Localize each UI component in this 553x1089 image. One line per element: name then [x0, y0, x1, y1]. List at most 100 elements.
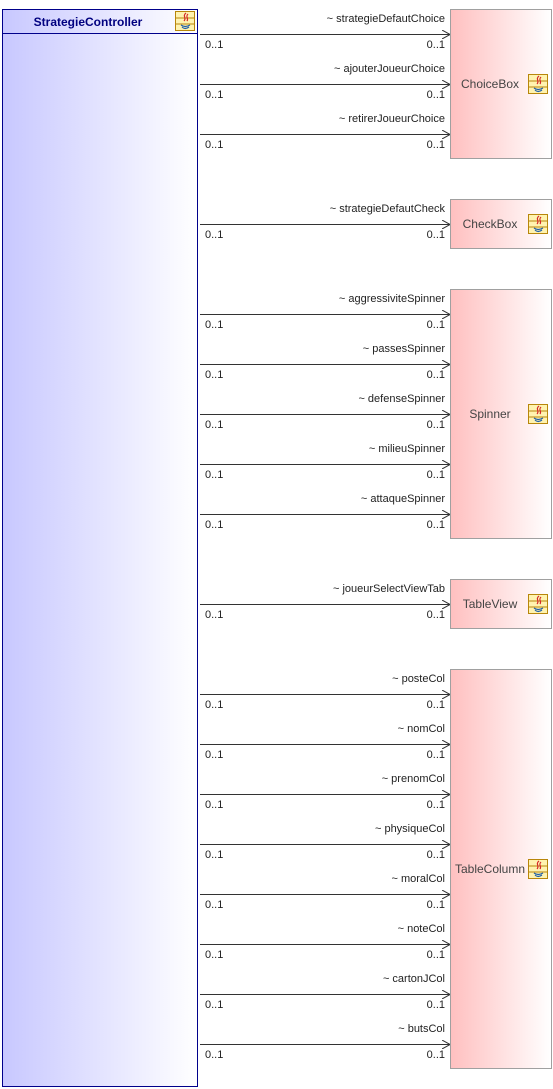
association-line	[200, 694, 450, 695]
class-name: TableView	[462, 597, 518, 611]
association-defense-spinner[interactable]: ~ defenseSpinner 0..1 0..1	[200, 390, 450, 440]
association-line	[200, 994, 450, 995]
association-joueur-select-view-tab[interactable]: ~ joueurSelectViewTab 0..1 0..1	[200, 580, 450, 630]
source-multiplicity: 0..1	[205, 369, 224, 381]
association-attaque-spinner[interactable]: ~ attaqueSpinner 0..1 0..1	[200, 490, 450, 540]
association-line	[200, 364, 450, 365]
association-moral-col[interactable]: ~ moralCol 0..1 0..1	[200, 870, 450, 920]
association-aggressivite-spinner[interactable]: ~ aggressiviteSpinner 0..1 0..1	[200, 290, 450, 340]
association-line	[200, 744, 450, 745]
arrowhead-icon	[442, 410, 450, 419]
source-multiplicity: 0..1	[205, 139, 224, 151]
arrowhead-icon	[442, 740, 450, 749]
association-buts-col[interactable]: ~ butsCol 0..1 0..1	[200, 1020, 450, 1070]
association-role: ~ nomCol	[397, 723, 445, 735]
association-note-col[interactable]: ~ noteCol 0..1 0..1	[200, 920, 450, 970]
target-multiplicity: 0..1	[426, 39, 445, 51]
target-multiplicity: 0..1	[426, 949, 445, 961]
target-multiplicity: 0..1	[426, 899, 445, 911]
tablecolumn-class[interactable]: TableColumn	[450, 669, 552, 1069]
association-passes-spinner[interactable]: ~ passesSpinner 0..1 0..1	[200, 340, 450, 390]
association-retirer-joueur-choice[interactable]: ~ retirerJoueurChoice 0..1 0..1	[200, 110, 450, 160]
arrowhead-icon	[442, 360, 450, 369]
association-carton-j-col[interactable]: ~ cartonJCol 0..1 0..1	[200, 970, 450, 1020]
association-physique-col[interactable]: ~ physiqueCol 0..1 0..1	[200, 820, 450, 870]
association-line	[200, 134, 450, 135]
target-multiplicity: 0..1	[426, 1049, 445, 1061]
association-role: ~ ajouterJoueurChoice	[334, 63, 445, 75]
target-multiplicity: 0..1	[426, 749, 445, 761]
target-multiplicity: 0..1	[426, 799, 445, 811]
association-role: ~ joueurSelectViewTab	[332, 583, 445, 595]
arrowhead-icon	[442, 1040, 450, 1049]
source-multiplicity: 0..1	[205, 699, 224, 711]
source-multiplicity: 0..1	[205, 899, 224, 911]
association-role: ~ strategieDefautCheck	[329, 203, 445, 215]
arrowhead-icon	[442, 80, 450, 89]
association-role: ~ attaqueSpinner	[360, 493, 445, 505]
arrowhead-icon	[442, 30, 450, 39]
class-name: StrategieController	[33, 15, 143, 29]
tableview-class[interactable]: TableView	[450, 579, 552, 629]
association-strategie-defaut-check[interactable]: ~ strategieDefautCheck 0..1 0..1	[200, 200, 450, 250]
target-multiplicity: 0..1	[426, 849, 445, 861]
source-multiplicity: 0..1	[205, 749, 224, 761]
source-multiplicity: 0..1	[205, 469, 224, 481]
association-milieu-spinner[interactable]: ~ milieuSpinner 0..1 0..1	[200, 440, 450, 490]
association-line	[200, 464, 450, 465]
arrowhead-icon	[442, 220, 450, 229]
target-multiplicity: 0..1	[426, 139, 445, 151]
association-strategie-defaut-choice[interactable]: ~ strategieDefautChoice 0..1 0..1	[200, 10, 450, 60]
association-line	[200, 514, 450, 515]
association-line	[200, 604, 450, 605]
strategie-controller-class[interactable]: StrategieController	[2, 9, 198, 1087]
association-line	[200, 34, 450, 35]
target-multiplicity: 0..1	[426, 519, 445, 531]
association-line	[200, 224, 450, 225]
association-poste-col[interactable]: ~ posteCol 0..1 0..1	[200, 670, 450, 720]
arrowhead-icon	[442, 510, 450, 519]
java-class-icon	[528, 594, 548, 614]
target-multiplicity: 0..1	[426, 369, 445, 381]
class-name: TableColumn	[454, 862, 526, 876]
source-multiplicity: 0..1	[205, 799, 224, 811]
source-multiplicity: 0..1	[205, 319, 224, 331]
association-line	[200, 414, 450, 415]
checkbox-class[interactable]: CheckBox	[450, 199, 552, 249]
association-nom-col[interactable]: ~ nomCol 0..1 0..1	[200, 720, 450, 770]
class-header: StrategieController	[3, 10, 197, 34]
source-multiplicity: 0..1	[205, 1049, 224, 1061]
spinner-class[interactable]: Spinner	[450, 289, 552, 539]
class-name: Spinner	[469, 407, 511, 421]
arrowhead-icon	[442, 690, 450, 699]
association-role: ~ physiqueCol	[374, 823, 445, 835]
source-multiplicity: 0..1	[205, 229, 224, 241]
source-multiplicity: 0..1	[205, 849, 224, 861]
association-role: ~ posteCol	[392, 673, 445, 685]
target-multiplicity: 0..1	[426, 319, 445, 331]
target-multiplicity: 0..1	[426, 999, 445, 1011]
association-role: ~ moralCol	[391, 873, 446, 885]
association-line	[200, 944, 450, 945]
association-line	[200, 844, 450, 845]
association-line	[200, 314, 450, 315]
association-line	[200, 894, 450, 895]
arrowhead-icon	[442, 790, 450, 799]
class-name: ChoiceBox	[460, 77, 520, 91]
arrowhead-icon	[442, 890, 450, 899]
association-role: ~ noteCol	[397, 923, 445, 935]
target-multiplicity: 0..1	[426, 469, 445, 481]
source-multiplicity: 0..1	[205, 999, 224, 1011]
association-line	[200, 794, 450, 795]
arrowhead-icon	[442, 310, 450, 319]
choicebox-class[interactable]: ChoiceBox	[450, 9, 552, 159]
association-role: ~ milieuSpinner	[368, 443, 445, 455]
association-role: ~ strategieDefautChoice	[326, 13, 445, 25]
association-role: ~ retirerJoueurChoice	[338, 113, 445, 125]
source-multiplicity: 0..1	[205, 39, 224, 51]
association-ajouter-joueur-choice[interactable]: ~ ajouterJoueurChoice 0..1 0..1	[200, 60, 450, 110]
association-line	[200, 84, 450, 85]
association-prenom-col[interactable]: ~ prenomCol 0..1 0..1	[200, 770, 450, 820]
target-multiplicity: 0..1	[426, 229, 445, 241]
association-role: ~ aggressiviteSpinner	[338, 293, 445, 305]
